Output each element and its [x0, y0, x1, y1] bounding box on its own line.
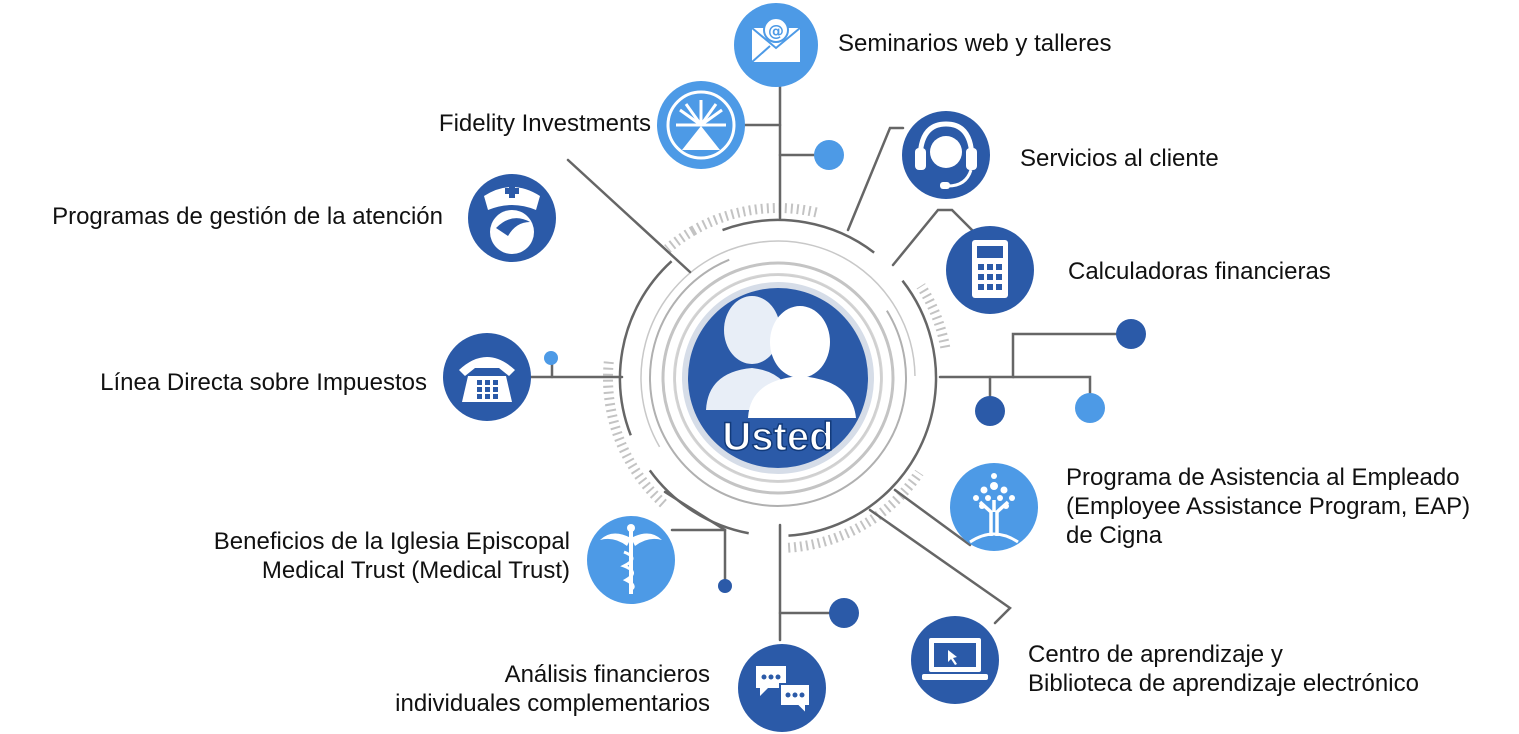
- connector-lines: [518, 58, 1122, 642]
- email-at-icon[interactable]: @: [734, 3, 818, 87]
- chat-bubbles-icon[interactable]: [738, 644, 826, 732]
- label-webinars: Seminarios web y talleres: [838, 30, 1112, 57]
- label-care-programs: Programas de gestión de la atención: [52, 203, 443, 230]
- telephone-icon[interactable]: [443, 333, 531, 421]
- label-financial-analysis: Análisis financieros individuales comple…: [395, 661, 710, 717]
- laptop-icon[interactable]: [911, 616, 999, 704]
- headset-icon[interactable]: [902, 111, 990, 199]
- label-calculators: Calculadoras financieras: [1068, 258, 1331, 285]
- label-learning-center: Centro de aprendizaje y Biblioteca de ap…: [1028, 641, 1419, 697]
- label-eap: Programa de Asistencia al Empleado (Empl…: [1066, 464, 1471, 549]
- tree-icon[interactable]: [950, 463, 1038, 551]
- you-hub: Usted: [674, 274, 882, 482]
- label-tax-line: Línea Directa sobre Impuestos: [100, 369, 427, 396]
- connector-dots: [544, 140, 1146, 628]
- label-fidelity: Fidelity Investments: [438, 110, 651, 137]
- label-medical-trust: Beneficios de la Iglesia Episcopal Medic…: [213, 528, 570, 584]
- hub-label: Usted: [722, 415, 833, 459]
- service-icons: @: [443, 3, 1038, 732]
- nurse-icon[interactable]: [468, 174, 556, 262]
- people-icon: [706, 296, 856, 418]
- calculator-icon[interactable]: [946, 226, 1034, 314]
- starburst-logo-icon[interactable]: [657, 81, 745, 169]
- svg-text:@: @: [768, 21, 784, 40]
- caduceus-icon[interactable]: [587, 516, 675, 604]
- label-customer-service: Servicios al cliente: [1020, 145, 1219, 172]
